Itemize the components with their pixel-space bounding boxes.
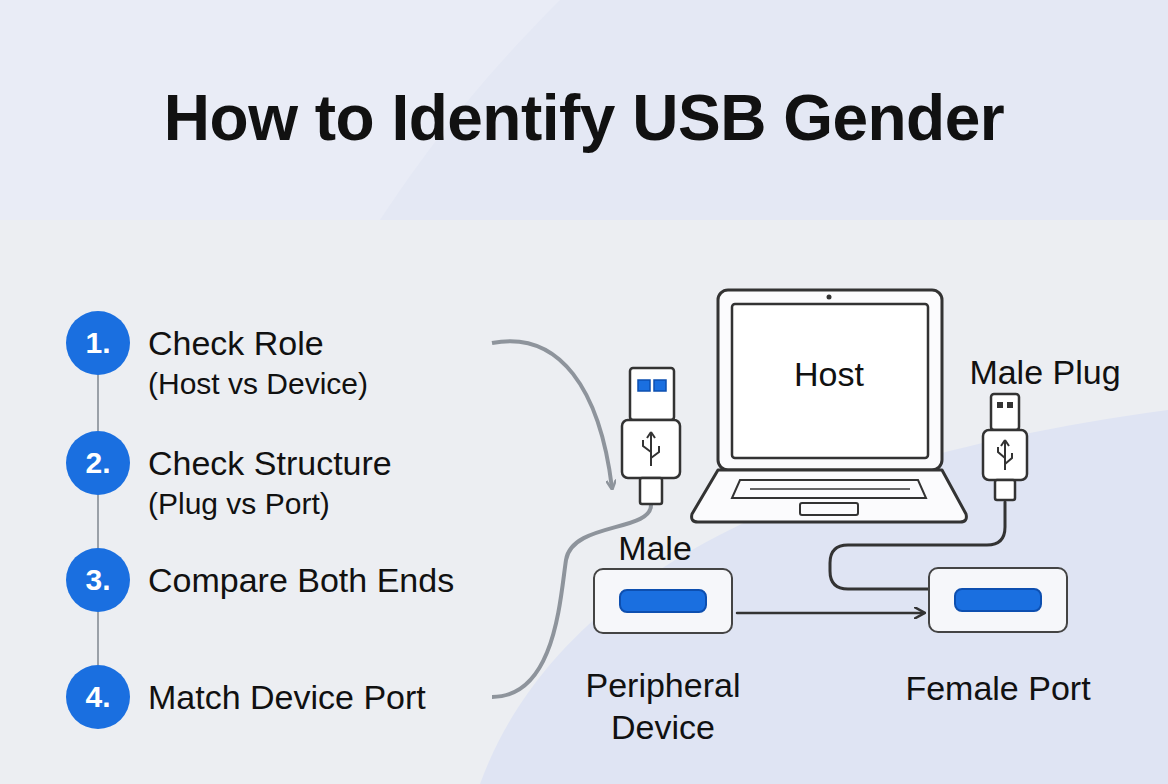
step-node: 3. Compare Both Ends: [66, 548, 459, 612]
port-slot: [619, 589, 707, 613]
port-caption: Peripheral Device: [568, 664, 758, 748]
step-number: 1.: [85, 326, 110, 359]
step-number: 2.: [85, 446, 110, 479]
step-note: (Host vs Device): [148, 364, 368, 404]
step-heading: Match Device Port: [148, 676, 426, 718]
step-number: 4.: [85, 680, 110, 713]
port-slot: [954, 588, 1042, 612]
step-text: Match Device Port: [148, 676, 426, 718]
port-caption: Female Port: [883, 667, 1113, 709]
step-node: 1.Check Role(Host vs Device): [66, 311, 373, 375]
host-label: Host: [690, 353, 968, 395]
port-heading: Male: [568, 528, 742, 568]
step-node: 2.Check Structure(Plug vs Port): [66, 431, 396, 495]
step-text: Check Structure(Plug vs Port): [148, 442, 392, 524]
step-heading: Check Structure: [148, 442, 392, 484]
step-text: Check Role(Host vs Device): [148, 322, 368, 404]
laptop-icon: [690, 288, 968, 524]
step-circle: 2.: [66, 431, 130, 495]
step-circle: 1.: [66, 311, 130, 375]
port-node: Female Port: [883, 567, 1113, 709]
usb-port: [593, 568, 733, 634]
screen-label: Host: [690, 353, 968, 395]
usb-plug-icon: [622, 368, 680, 504]
step-note: (Plug vs Port): [148, 484, 392, 524]
plug-label-text: Male Plug: [955, 352, 1135, 392]
step-heading: Check Role: [148, 322, 368, 364]
usb-port: [928, 567, 1068, 633]
step-node: 4. Match Device Port: [66, 665, 430, 729]
step-number: 3.: [85, 563, 110, 596]
laptop-node: Host: [690, 288, 968, 524]
usb-plug-icon: [975, 392, 1035, 502]
plug-node: Male Plug: [955, 352, 1135, 502]
step-text: Compare Both Ends: [148, 559, 454, 601]
port-node: MalePeripheral Device: [568, 528, 758, 748]
step-connector: [97, 375, 99, 431]
step-circle: 3.: [66, 548, 130, 612]
flow-arrow: [737, 612, 924, 615]
step-connector: [97, 612, 99, 665]
diagram-title: How to Identify USB Gender: [0, 86, 1168, 150]
step-circle: 4.: [66, 665, 130, 729]
plug-label: Male Plug: [955, 352, 1135, 392]
header-band: [0, 0, 1168, 220]
step-connector: [97, 495, 99, 548]
leader-arrow: [492, 341, 612, 488]
step-heading: Compare Both Ends: [148, 559, 454, 601]
